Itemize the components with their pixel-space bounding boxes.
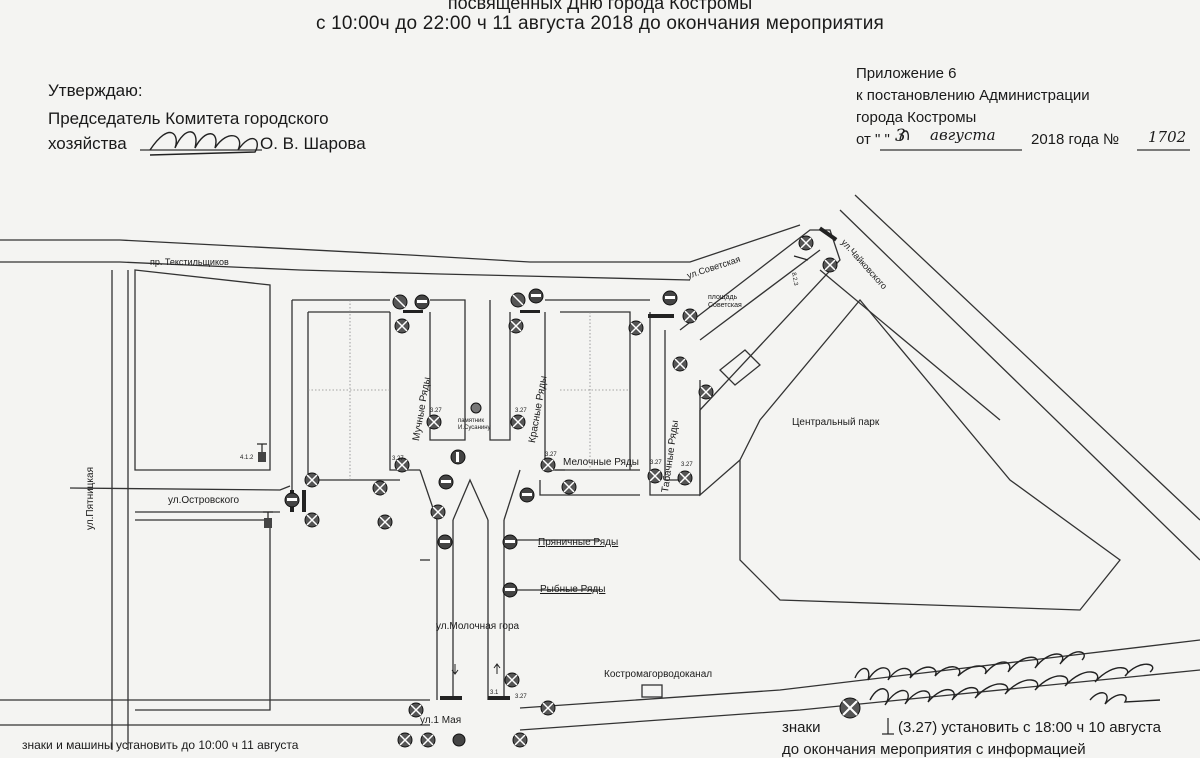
no-stopping-sign-icon — [426, 414, 442, 430]
no-entry-sign-icon — [437, 534, 453, 550]
no-entry-sign-icon — [519, 487, 535, 503]
signature-agreement-icon — [854, 651, 1085, 681]
no-stopping-sign-icon — [430, 504, 446, 520]
no-stopping-sign-icon — [377, 514, 393, 530]
place-label-melochnye-ryady: Мелочные Ряды — [563, 457, 639, 468]
place-label-pryanichnye-ryady: Пряничные Ряды — [538, 537, 619, 548]
no-entry-signs — [284, 288, 678, 747]
no-stopping-sign-icon — [304, 472, 320, 488]
no-stopping-sign-icon — [397, 732, 413, 748]
no-stopping-sign-icon — [540, 700, 556, 716]
sign-code-label: 4.1.2 — [240, 455, 254, 461]
no-entry-sign-icon — [452, 733, 466, 747]
no-entry-sign-icon — [662, 290, 678, 306]
appendix-resolution: к постановлению Администрации — [856, 87, 1090, 104]
approve-position-cont: хозяйства — [48, 134, 127, 153]
appendix-number: Приложение 6 — [856, 65, 957, 82]
no-stopping-sign-icon — [394, 457, 410, 473]
no-stopping-sign-icon — [512, 732, 528, 748]
no-entry-sign-icon — [284, 492, 300, 508]
street-label-tekstilshchikov: пр. Текстильщиков — [150, 257, 229, 267]
sign-code-label: 3.27 — [515, 694, 527, 700]
sign-code-label: 3.1 — [490, 690, 499, 696]
no-stopping-sign-icon — [682, 308, 698, 324]
document-title-line-2: с 10:00ч до 22:00 ч 11 августа 2018 до о… — [315, 13, 885, 34]
appendix-number-value: 1702 — [1148, 128, 1187, 146]
no-entry-sign-icon — [510, 292, 526, 308]
no-stopping-sign-icon — [677, 470, 693, 486]
no-stopping-sign-icon — [647, 468, 663, 484]
no-stopping-sign-icon — [698, 384, 714, 400]
no-stopping-signs — [304, 235, 861, 748]
place-label-monument: памятник И.Сусанину — [458, 418, 491, 431]
sign-code-label: 3.27 — [430, 408, 442, 414]
appendix-date-prefix: от " " — [856, 131, 890, 148]
no-stopping-sign-icon — [372, 480, 388, 496]
signature-chairman-icon — [149, 131, 258, 156]
no-stopping-sign-icon — [628, 320, 644, 336]
no-stopping-sign-icon — [822, 257, 838, 273]
place-label-ploshchad-sovetskaya: площадь Советская — [708, 294, 742, 309]
appendix-city: города Костромы — [856, 109, 977, 126]
sign-code-label: 3.27 — [515, 408, 527, 414]
sign-code-label: 3.27 — [681, 462, 693, 468]
no-stopping-sign-icon — [540, 457, 556, 473]
no-entry-sign-icon — [502, 534, 518, 550]
approve-heading: Утверждаю: — [48, 81, 143, 100]
no-entry-sign-icon — [502, 582, 518, 598]
street-label-1-maya: ул.1 Мая — [420, 715, 462, 726]
no-stopping-sign-icon — [510, 414, 526, 430]
sign-code-label: 3.27 — [650, 460, 662, 466]
approve-position: Председатель Комитета городского — [48, 109, 329, 128]
no-entry-sign-icon — [528, 288, 544, 304]
appendix-date-suffix: 2018 года № — [1031, 131, 1120, 148]
no-stopping-sign-icon — [839, 697, 861, 719]
no-entry-sign-icon — [438, 474, 454, 490]
no-stopping-sign-icon — [672, 356, 688, 372]
legend-note-signs: знаки — [782, 719, 821, 736]
no-stopping-sign-icon — [798, 235, 814, 251]
bottom-left-note: знаки и машины установить до 10:00 ч 11 … — [22, 738, 299, 752]
approve-name: О. В. Шарова — [260, 134, 366, 153]
place-label-tsentralny-park: Центральный парк — [792, 417, 880, 428]
no-stopping-sign-icon — [508, 318, 524, 334]
no-stopping-sign-icon — [304, 512, 320, 528]
no-stopping-sign-icon — [561, 479, 577, 495]
no-stopping-sign-icon — [394, 318, 410, 334]
no-entry-sign-icon — [470, 402, 482, 414]
no-entry-sign-icon — [392, 294, 408, 310]
no-stopping-sign-icon — [420, 732, 436, 748]
street-label-molochnaya-gora: ул.Молочная гора — [436, 621, 520, 632]
sign-code-label: 3.27 — [545, 452, 557, 458]
no-entry-sign-icon — [450, 449, 466, 465]
legend-note-install-time: (3.27) установить с 18:00 ч 10 августа — [898, 719, 1161, 736]
no-stopping-sign-icon — [408, 702, 424, 718]
street-label-ostrovskogo: ул.Островского — [168, 495, 240, 506]
document-title-line-1: посвященных Дню города Костромы — [447, 0, 753, 13]
sign-code-label: 3.27 — [392, 456, 404, 462]
signature-agreement-line2-icon — [869, 663, 1154, 706]
appendix-date-month: августа — [930, 126, 996, 144]
no-stopping-sign-icon — [504, 672, 520, 688]
place-label-kostromagorvodokanal: Костромагорводоканал — [604, 669, 713, 680]
no-entry-sign-icon — [414, 294, 430, 310]
place-label-rybnye-ryady: Рыбные Ряды — [540, 584, 606, 595]
